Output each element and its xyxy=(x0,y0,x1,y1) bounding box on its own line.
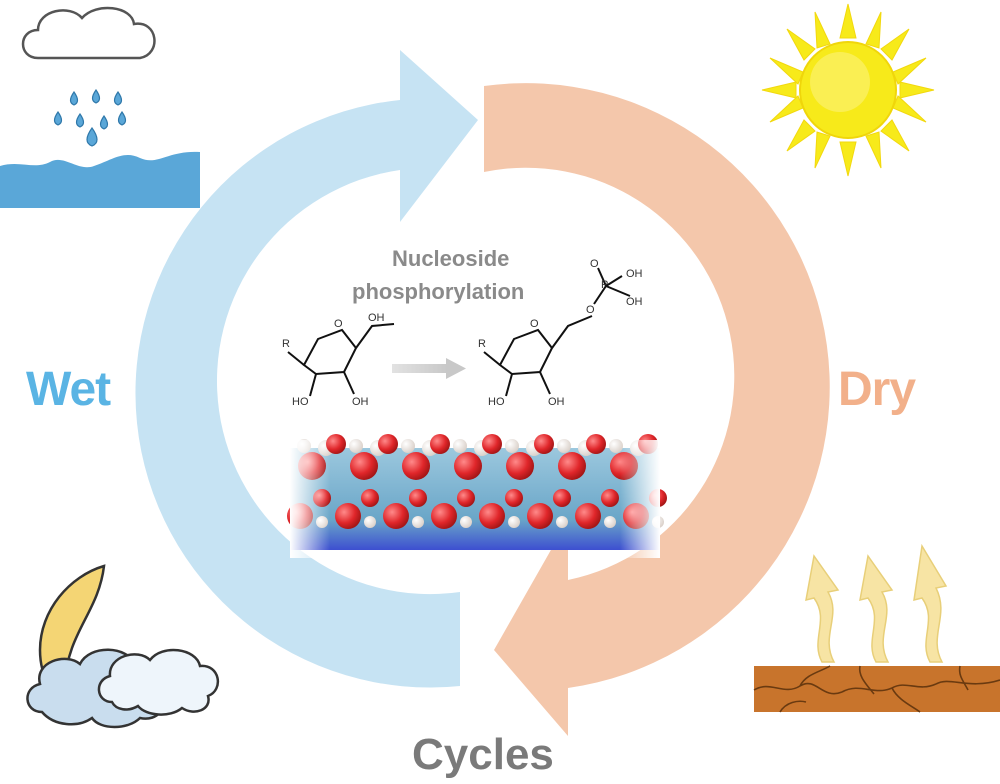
atom-label-p: P xyxy=(601,279,609,291)
dry-soil-icon xyxy=(753,665,1000,713)
hydrogen-atom xyxy=(412,516,424,528)
hydrogen-atom xyxy=(460,516,472,528)
atom-label-r: R xyxy=(478,338,486,350)
atom-label-o: O xyxy=(586,304,595,316)
hydrogen-atom xyxy=(609,439,623,453)
oxygen-atom xyxy=(527,503,553,529)
oxygen-atom xyxy=(457,489,475,507)
oxygen-atom xyxy=(558,452,586,480)
oxygen-atom xyxy=(506,452,534,480)
sun-icon xyxy=(761,3,935,177)
hydrogen-atom xyxy=(557,439,571,453)
atom-label-o: O xyxy=(530,318,539,330)
oxygen-atom xyxy=(361,489,379,507)
hydrogen-atom xyxy=(508,516,520,528)
oxygen-atom xyxy=(335,503,361,529)
oxygen-atom xyxy=(383,503,409,529)
oxygen-atom xyxy=(505,489,523,507)
raindrop-icon xyxy=(53,88,127,147)
oxygen-atom xyxy=(601,489,619,507)
dry-label: Dry xyxy=(838,363,916,416)
water-waves-icon xyxy=(0,151,200,208)
cloud-icon xyxy=(21,6,156,60)
cycles-label: Cycles xyxy=(412,730,554,779)
cloud-icon xyxy=(97,648,220,716)
dry-arrow xyxy=(484,83,830,737)
heat-waves-icon xyxy=(805,543,948,663)
oxygen-atom xyxy=(402,452,430,480)
reaction-title-line1: Nucleoside xyxy=(392,246,510,271)
atom-label-ho: HO xyxy=(488,396,505,408)
rain-cloud xyxy=(0,6,200,208)
oxygen-atom xyxy=(454,452,482,480)
night-clouds xyxy=(26,564,220,729)
atom-label-o: O xyxy=(334,318,343,330)
reaction-arrow xyxy=(392,358,466,379)
oxygen-atom xyxy=(430,434,450,454)
oxygen-atom xyxy=(409,489,427,507)
nucleoside-molecule xyxy=(287,323,395,397)
oxygen-atom xyxy=(350,452,378,480)
oxygen-atom xyxy=(482,434,502,454)
hydrogen-atom xyxy=(349,439,363,453)
hydrogen-atom xyxy=(505,439,519,453)
oxygen-atom xyxy=(479,503,505,529)
wet-label: Wet xyxy=(26,363,111,416)
oxygen-atom xyxy=(586,434,606,454)
mineral-surface xyxy=(287,434,667,558)
hydrogen-atom xyxy=(364,516,376,528)
oxygen-atom xyxy=(534,434,554,454)
hydrogen-atom xyxy=(453,439,467,453)
atom-label-oh: OH xyxy=(626,296,643,308)
oxygen-atom xyxy=(431,503,457,529)
hydrogen-atom xyxy=(401,439,415,453)
oxygen-atom xyxy=(326,434,346,454)
oxygen-atom xyxy=(553,489,571,507)
oxygen-atom xyxy=(575,503,601,529)
atom-label-oh: OH xyxy=(548,396,565,408)
reaction-title-line2: phosphorylation xyxy=(352,279,525,304)
atom-label-o: O xyxy=(590,258,599,270)
atom-label-r: R xyxy=(282,338,290,350)
hydrogen-atom xyxy=(556,516,568,528)
wet-arrow xyxy=(135,50,478,688)
nucleotide-molecule xyxy=(483,267,631,397)
atom-label-ho: HO xyxy=(292,396,309,408)
atom-label-oh: OH xyxy=(368,312,385,324)
atom-label-oh: OH xyxy=(352,396,369,408)
oxygen-atom xyxy=(378,434,398,454)
hydrogen-atom xyxy=(604,516,616,528)
atom-label-oh: OH xyxy=(626,268,643,280)
